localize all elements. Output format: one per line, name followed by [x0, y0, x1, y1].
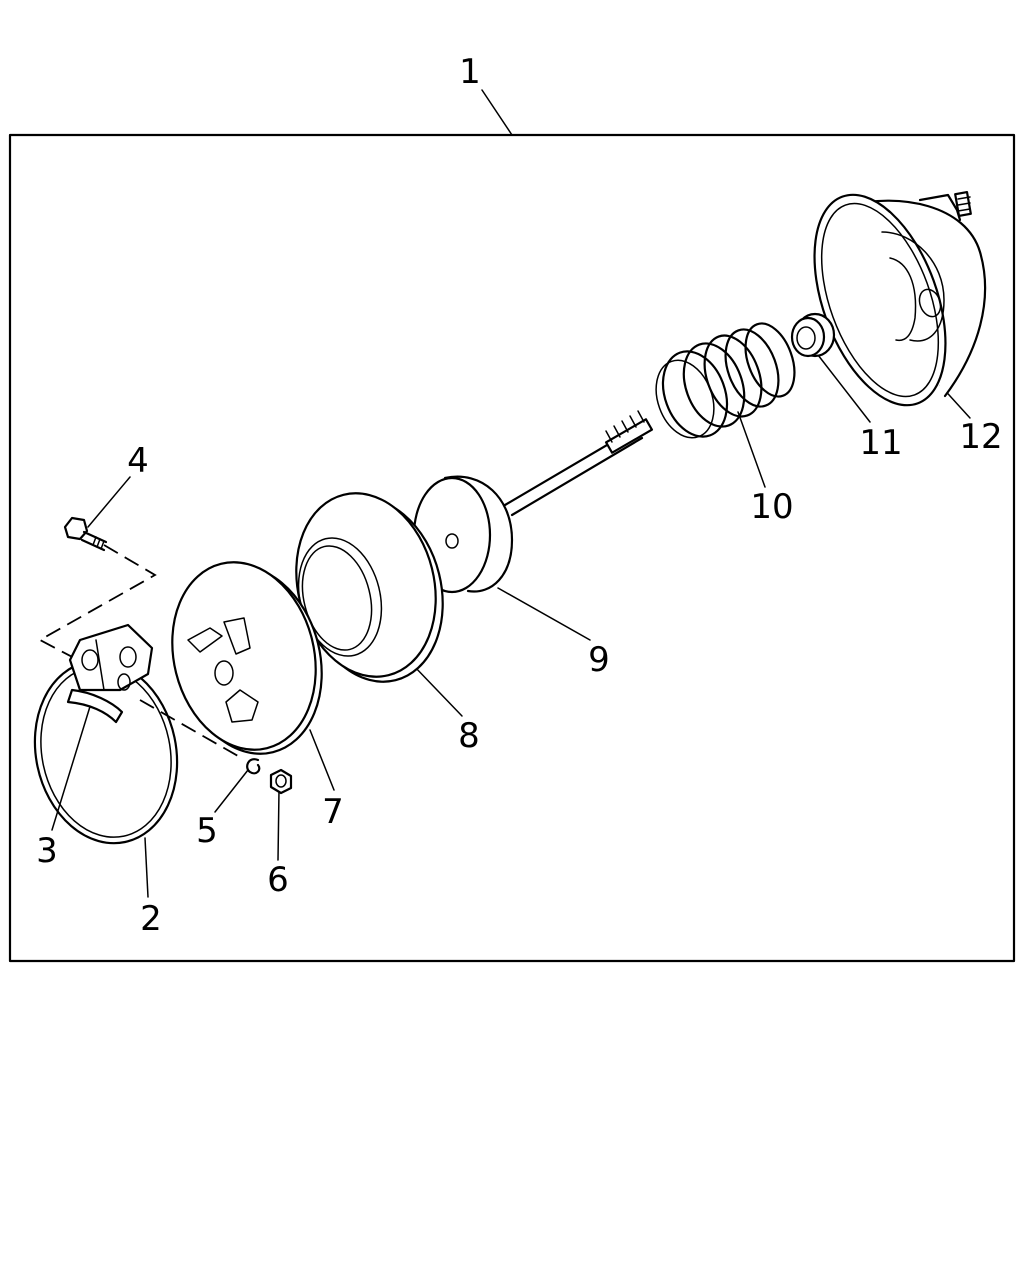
hex-nut	[269, 768, 293, 795]
callout-4: 4	[127, 441, 149, 481]
callout-3: 3	[36, 831, 58, 871]
callout-7: 7	[322, 792, 344, 832]
callout-10: 10	[750, 487, 793, 527]
callout-labels: 1 2 3 4 5 6 7 8 9 10 11 12	[36, 52, 1002, 939]
callout-1: 1	[459, 52, 481, 92]
washer-guide-line	[139, 699, 239, 757]
piston-rod	[412, 410, 654, 594]
leader-2	[144, 837, 149, 898]
leader-6	[277, 789, 280, 861]
callout-8: 8	[458, 716, 480, 756]
diaphragm	[295, 492, 444, 683]
leader-lines	[51, 89, 971, 898]
leader-1	[481, 89, 513, 136]
housing-cup	[813, 191, 987, 407]
callout-9: 9	[588, 640, 610, 680]
leader-4	[87, 476, 131, 528]
assembly-guide-lines	[38, 544, 239, 757]
bolt-guide-line	[38, 544, 157, 661]
leader-9	[497, 587, 591, 641]
callout-5: 5	[196, 811, 218, 851]
leader-5	[214, 769, 249, 813]
coil-spring	[655, 322, 796, 439]
leader-7	[309, 729, 335, 791]
clamp-bolt	[63, 516, 108, 552]
leader-3	[51, 699, 93, 831]
clamp-liner	[66, 688, 124, 724]
diaphragm-plate	[171, 561, 323, 755]
leader-10	[737, 411, 766, 488]
band-clamp	[33, 623, 179, 845]
seal-nut	[790, 312, 836, 358]
callout-6: 6	[267, 860, 289, 900]
callout-2: 2	[140, 899, 162, 939]
spring-washer	[246, 758, 261, 775]
leader-8	[412, 664, 463, 717]
leader-11	[817, 354, 871, 423]
callout-12: 12	[959, 417, 1002, 457]
callout-11: 11	[859, 423, 902, 463]
